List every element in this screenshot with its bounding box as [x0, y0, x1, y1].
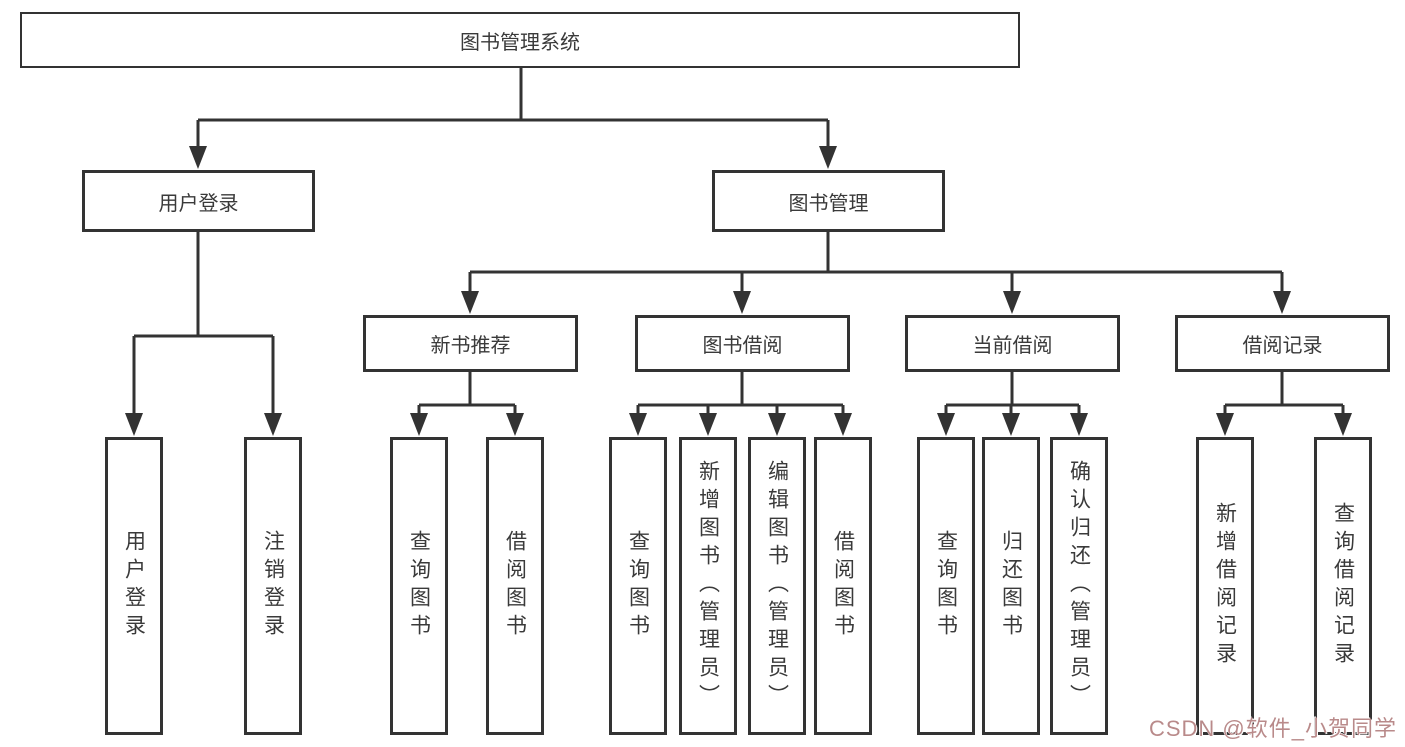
edge-book-mgmt-to-level3: [461, 232, 1291, 314]
node-book-management: 图书管理: [712, 170, 945, 232]
leaf-nb-query-books: 查询图书: [390, 437, 448, 735]
leaf-cb-return-books: 归还图书: [982, 437, 1040, 735]
node-borrow-records: 借阅记录: [1175, 315, 1390, 372]
watermark: CSDN @软件_小贺同学: [1148, 716, 1397, 741]
leaf-cb-confirm-return-admin: 确认归还（管理员）: [1050, 437, 1108, 735]
edge-current-borrow-to-leaves: [937, 372, 1088, 436]
node-current-borrow: 当前借阅: [905, 315, 1120, 372]
leaf-bb-edit-books-admin: 编辑图书（管理员）: [748, 437, 806, 735]
edge-book-borrow-to-leaves: [629, 372, 852, 436]
edge-user-login-to-leaves: [125, 232, 282, 436]
edge-borrow-records-to-leaves: [1216, 372, 1352, 436]
node-book-borrow: 图书借阅: [635, 315, 850, 372]
leaf-bb-add-books-admin: 新增图书（管理员）: [679, 437, 737, 735]
leaf-br-add-record: 新增借阅记录: [1196, 437, 1254, 735]
leaf-user-login: 用户登录: [105, 437, 163, 735]
node-new-book-recommend: 新书推荐: [363, 315, 578, 372]
node-library-system: 图书管理系统: [20, 12, 1020, 68]
leaf-bb-query-books: 查询图书: [609, 437, 667, 735]
leaf-br-query-record: 查询借阅记录: [1314, 437, 1372, 735]
node-user-login: 用户登录: [82, 170, 315, 232]
leaf-logout: 注销登录: [244, 437, 302, 735]
leaf-bb-borrow-books: 借阅图书: [814, 437, 872, 735]
leaf-cb-query-books: 查询图书: [917, 437, 975, 735]
edge-root-to-level2: [189, 68, 837, 169]
leaf-nb-borrow-books: 借阅图书: [486, 437, 544, 735]
edge-new-book-recommend-to-leaves: [410, 372, 524, 436]
